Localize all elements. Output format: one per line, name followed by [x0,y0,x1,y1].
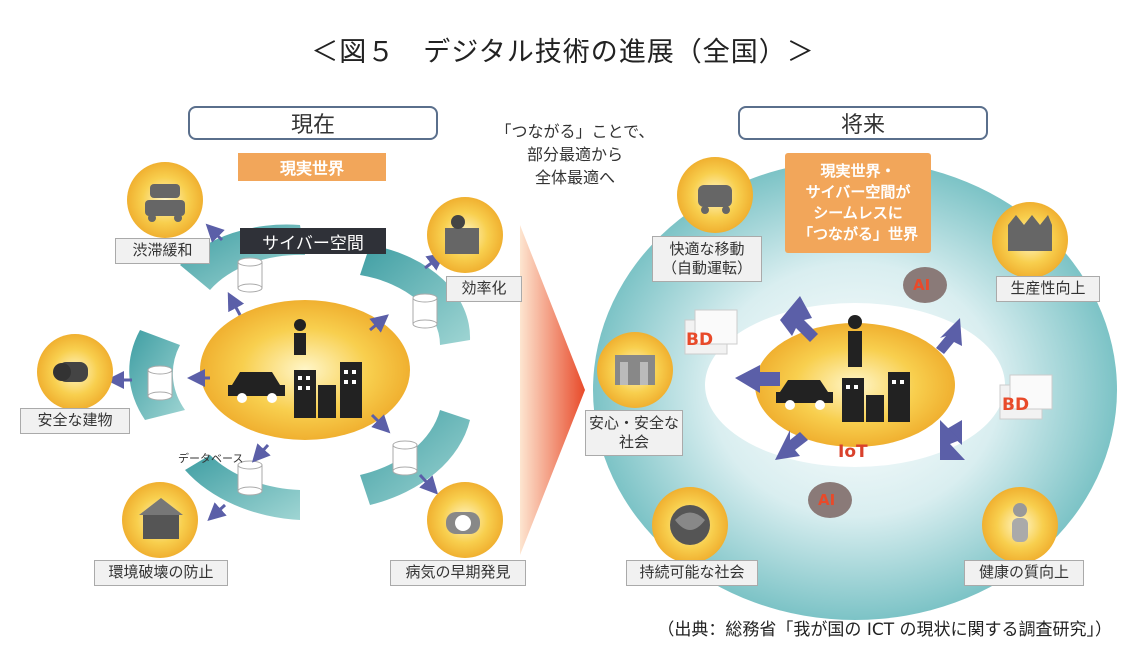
badge-line-2: サイバー空間が [805,183,911,201]
iot-label: IoT [838,442,868,462]
left-pictograms [53,184,480,539]
right-arrows [735,296,965,460]
mobility-line-2: （自動運転） [661,259,752,277]
bd-label-left: BD [686,330,714,350]
figure-title: ＜図５ デジタル技術の進展（全国）＞ [311,37,815,68]
seamless-world-badge: 現実世界・ サイバー空間が シームレスに 「つながる」世界 [785,153,931,253]
right-pictograms [615,185,1052,545]
label-early-disease: 病気の早期発見 [390,560,526,586]
label-sustainable-society: 持続可能な社会 [626,560,758,586]
header-current: 現在 [188,106,438,140]
source-citation: （出典：総務省「我が国の ICT の現状に関する調査研究」） [657,620,1112,640]
badge-line-1: 現実世界・ [820,162,896,180]
header-future: 将来 [738,106,988,140]
real-world-badge: 現実世界 [238,153,386,181]
ai-label-bottom: AI [818,491,836,509]
left-core-pictograms [228,319,362,418]
mobility-line-1: 快適な移動 [669,239,745,258]
left-arrows [106,223,446,522]
middle-line-3: 全体最適へ [534,168,615,188]
label-health-quality: 健康の質向上 [964,560,1084,586]
ai-brains [808,267,947,518]
middle-line-2: 部分最適から [526,145,623,165]
cyber-space-label: サイバー空間 [240,228,386,254]
database-label: データベース [178,452,244,465]
bd-label-right: BD [1002,395,1030,415]
label-traffic-relief: 渋滞緩和 [115,238,210,264]
ai-label-top: AI [913,276,931,294]
label-safe-buildings: 安全な建物 [20,408,130,434]
label-safe-society: 安心・安全な 社会 [585,410,683,456]
database-cylinders [147,257,438,496]
safe-society-line-1: 安心・安全な [588,413,679,432]
transition-arrow [520,225,585,555]
bd-blocks [684,309,1053,420]
middle-line-1: 「つながる」ことで、 [495,122,655,141]
badge-line-3: シームレスに [813,204,903,222]
label-comfortable-mobility: 快適な移動 （自動運転） [652,236,762,282]
label-efficiency: 効率化 [446,276,522,302]
middle-caption: 「つながる」ことで、 部分最適から 全体最適へ [495,120,655,190]
badge-line-4: 「つながる」世界 [797,225,918,243]
label-productivity: 生産性向上 [996,276,1100,302]
safe-society-line-2: 社会 [618,433,649,451]
label-env-protection: 環境破壊の防止 [94,560,228,586]
